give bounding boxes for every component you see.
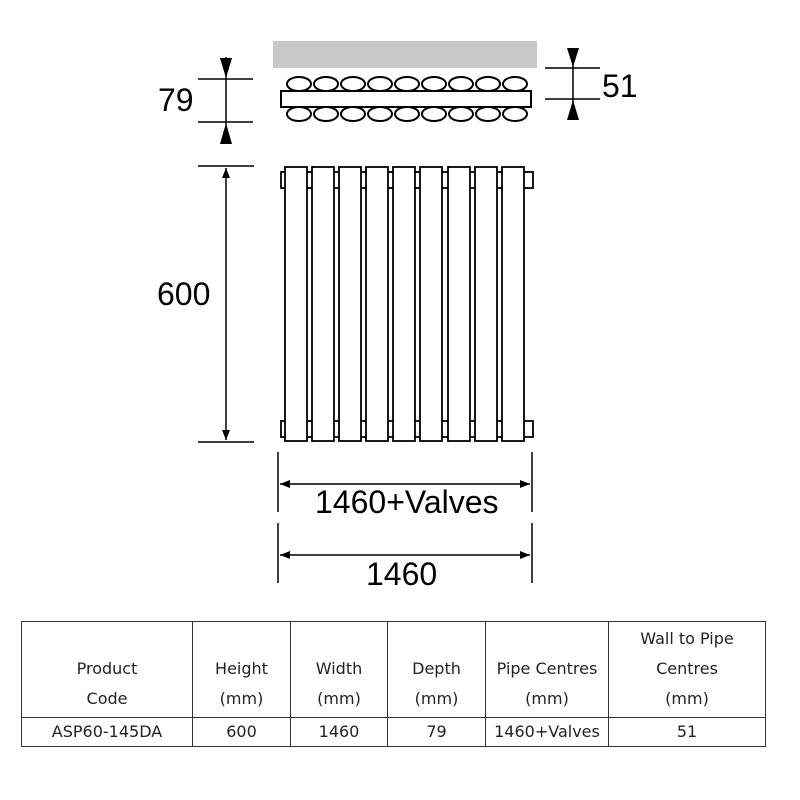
bottom-row-tubes — [286, 106, 528, 122]
cell-depth: 79 — [387, 717, 486, 747]
header-bar — [280, 90, 532, 108]
wall-shading — [273, 41, 537, 68]
table-row: ASP60-145DA 600 1460 79 1460+Valves 51 — [21, 717, 766, 747]
width-label: 1460 — [366, 556, 437, 592]
header-depth: Depth(mm) — [387, 621, 486, 718]
header-width: Width(mm) — [290, 621, 388, 718]
cell-pipe-centres: 1460+Valves — [485, 717, 609, 747]
cell-wall-to-pipe: 51 — [608, 717, 766, 747]
width-dimension — [277, 523, 533, 583]
wall-to-pipe-dimension — [545, 48, 600, 120]
radiator-columns — [284, 166, 525, 442]
radiator-dimension-drawing: 79 51 600 — [157, 41, 638, 592]
depth-label: 79 — [158, 82, 194, 118]
height-dimension — [198, 165, 254, 443]
top-view: 79 51 — [158, 41, 638, 144]
depth-dimension — [198, 57, 253, 144]
pipe-centres-label: 1460+Valves — [315, 484, 499, 520]
wall-to-pipe-label: 51 — [602, 68, 638, 104]
cell-product-code: ASP60-145DA — [21, 717, 193, 747]
cell-width: 1460 — [290, 717, 388, 747]
header-height: Height(mm) — [192, 621, 291, 718]
top-row-tubes — [286, 76, 528, 92]
header-pipe-centres: Pipe Centres(mm) — [485, 621, 609, 718]
pipe-centres-dimension — [277, 452, 533, 512]
height-label: 600 — [157, 276, 210, 312]
front-view — [280, 166, 534, 442]
cell-height: 600 — [192, 717, 291, 747]
